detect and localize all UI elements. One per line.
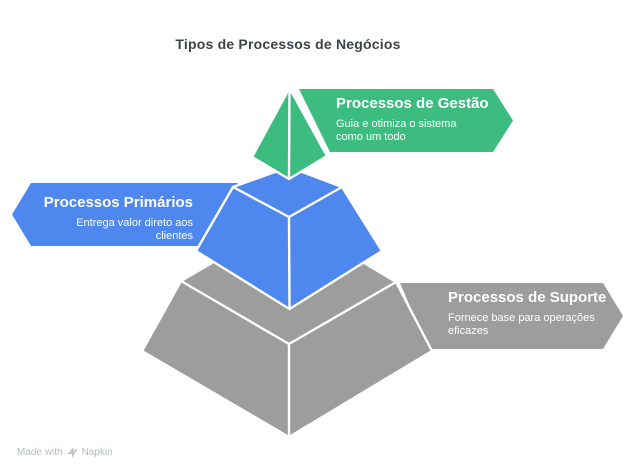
callout-banner-primarios[interactable] [12,183,238,246]
diagram-title: Tipos de Processos de Negócios [175,36,401,52]
callout-gestao[interactable]: Processos de Gestão Guia e otimiza o sis… [336,95,498,144]
callout-banner-suporte[interactable] [400,283,623,349]
pyramid-level-primarios-edges [231,185,344,311]
pyramid-level-suporte-edges [179,279,398,439]
pyramid-level-gestao-edges [287,86,291,181]
callout-suporte-title: Processos de Suporte [448,289,607,306]
callout-gestao-description: Guia e otimiza o sistema como um todo [336,118,457,143]
napkin-logo-icon [67,447,78,458]
callout-gestao-title: Processos de Gestão [336,95,489,112]
pyramid-level-suporte[interactable] [140,216,434,439]
callout-banner-gestao[interactable] [299,89,513,152]
napkin-watermark[interactable]: Made with Napkin [17,447,113,458]
callout-primarios[interactable]: Processos Primários Entrega valor direto… [33,194,193,243]
callout-suporte[interactable]: Processos de Suporte Fornece base para o… [448,289,608,338]
watermark-brand: Napkin [81,447,113,458]
callout-primarios-title: Processos Primários [43,194,193,211]
pyramid-level-primarios[interactable] [194,165,384,311]
callout-suporte-description: Fornece base para operações eficazes [448,312,595,337]
pyramid-level-gestao[interactable] [250,86,329,181]
callout-primarios-description: Entrega valor direto aos clientes [76,217,193,242]
watermark-prefix: Made with [17,447,63,458]
